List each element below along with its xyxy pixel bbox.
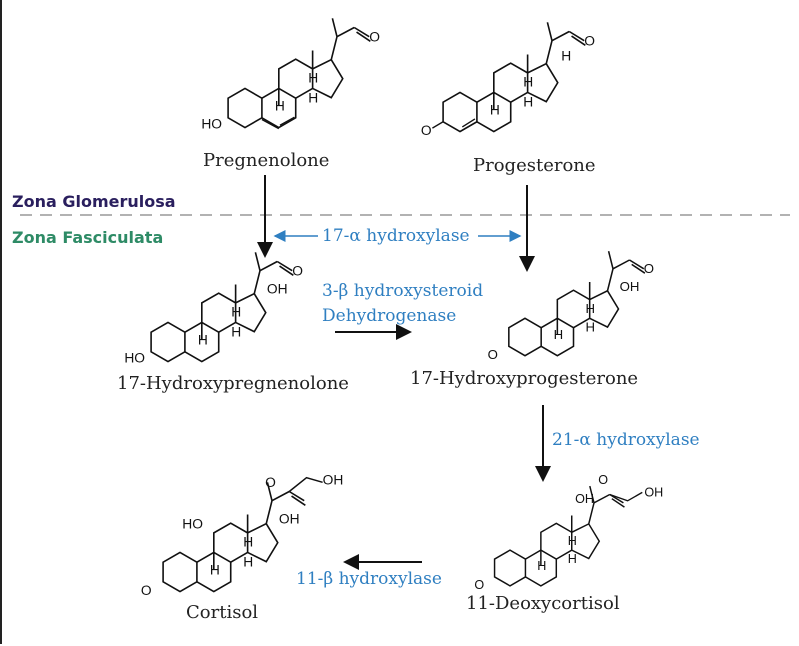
svg-text:H: H (561, 48, 571, 63)
svg-text:H: H (554, 327, 564, 342)
svg-text:H: H (210, 562, 220, 577)
svg-text:H: H (523, 75, 533, 90)
progesterone-structure: O H H H H O (421, 21, 595, 138)
svg-text:OH: OH (620, 279, 640, 294)
svg-text:H: H (586, 301, 596, 316)
hydroxypregnenolone-structure: HO H H H OH O (124, 251, 303, 366)
svg-text:H: H (568, 534, 577, 548)
svg-text:O: O (644, 261, 654, 276)
svg-text:H: H (243, 554, 253, 569)
zona-fasciculata-label: Zona Fasciculata (12, 228, 164, 247)
svg-text:O: O (265, 475, 276, 490)
cortisol-label: Cortisol (186, 602, 259, 623)
svg-text:H: H (490, 102, 500, 117)
pregnenolone-structure: HO H H H O (201, 17, 380, 132)
svg-text:OH: OH (644, 486, 663, 500)
svg-text:OH: OH (267, 282, 288, 297)
svg-text:H: H (243, 535, 253, 550)
svg-text:OH: OH (575, 492, 594, 506)
svg-text:O: O (141, 583, 152, 598)
svg-text:O: O (488, 347, 498, 362)
cortisol-structure: O HO H H H OH O OH (141, 473, 343, 598)
enzyme-3b-hsd-line2: Dehydrogenase (322, 306, 457, 326)
enzyme-21a-hydroxylase: 21-α hydroxylase (552, 430, 700, 450)
svg-text:O: O (598, 473, 608, 487)
svg-text:H: H (275, 98, 285, 113)
svg-text:O: O (292, 263, 303, 278)
zona-glomerulosa-label: Zona Glomerulosa (12, 192, 176, 211)
svg-text:H: H (198, 332, 208, 347)
svg-text:H: H (537, 559, 546, 573)
svg-text:H: H (523, 94, 533, 109)
svg-text:OH: OH (323, 473, 344, 488)
svg-text:HO: HO (182, 516, 203, 531)
enzyme-3b-hsd-line1: 3-β hydroxysteroid (322, 281, 484, 301)
svg-text:H: H (231, 324, 241, 339)
svg-text:O: O (369, 29, 380, 44)
hydroxypregnenolone-label: 17-Hydroxypregnenolone (117, 373, 349, 394)
svg-text:H: H (586, 320, 596, 335)
hydroxyprogesterone-structure: O H H H OH O (488, 250, 654, 362)
enzyme-11b-hydroxylase: 11-β hydroxylase (296, 569, 442, 589)
enzyme-17a-hydroxylase: 17-α hydroxylase (322, 226, 470, 246)
svg-text:OH: OH (279, 512, 300, 527)
svg-text:O: O (421, 123, 432, 138)
svg-text:HO: HO (124, 351, 145, 366)
svg-text:O: O (474, 578, 484, 592)
svg-text:H: H (231, 305, 241, 320)
svg-text:H: H (308, 90, 318, 105)
progesterone-label: Progesterone (473, 155, 596, 176)
svg-text:H: H (308, 71, 318, 86)
svg-text:O: O (584, 33, 595, 48)
pregnenolone-label: Pregnenolone (203, 150, 330, 171)
svg-text:HO: HO (201, 117, 222, 132)
hydroxyprogesterone-label: 17-Hydroxyprogesterone (410, 368, 639, 389)
deoxycortisol-structure: O H H H OH O OH (474, 473, 663, 592)
deoxycortisol-label: 11-Deoxycortisol (466, 593, 620, 614)
svg-text:H: H (568, 552, 577, 566)
